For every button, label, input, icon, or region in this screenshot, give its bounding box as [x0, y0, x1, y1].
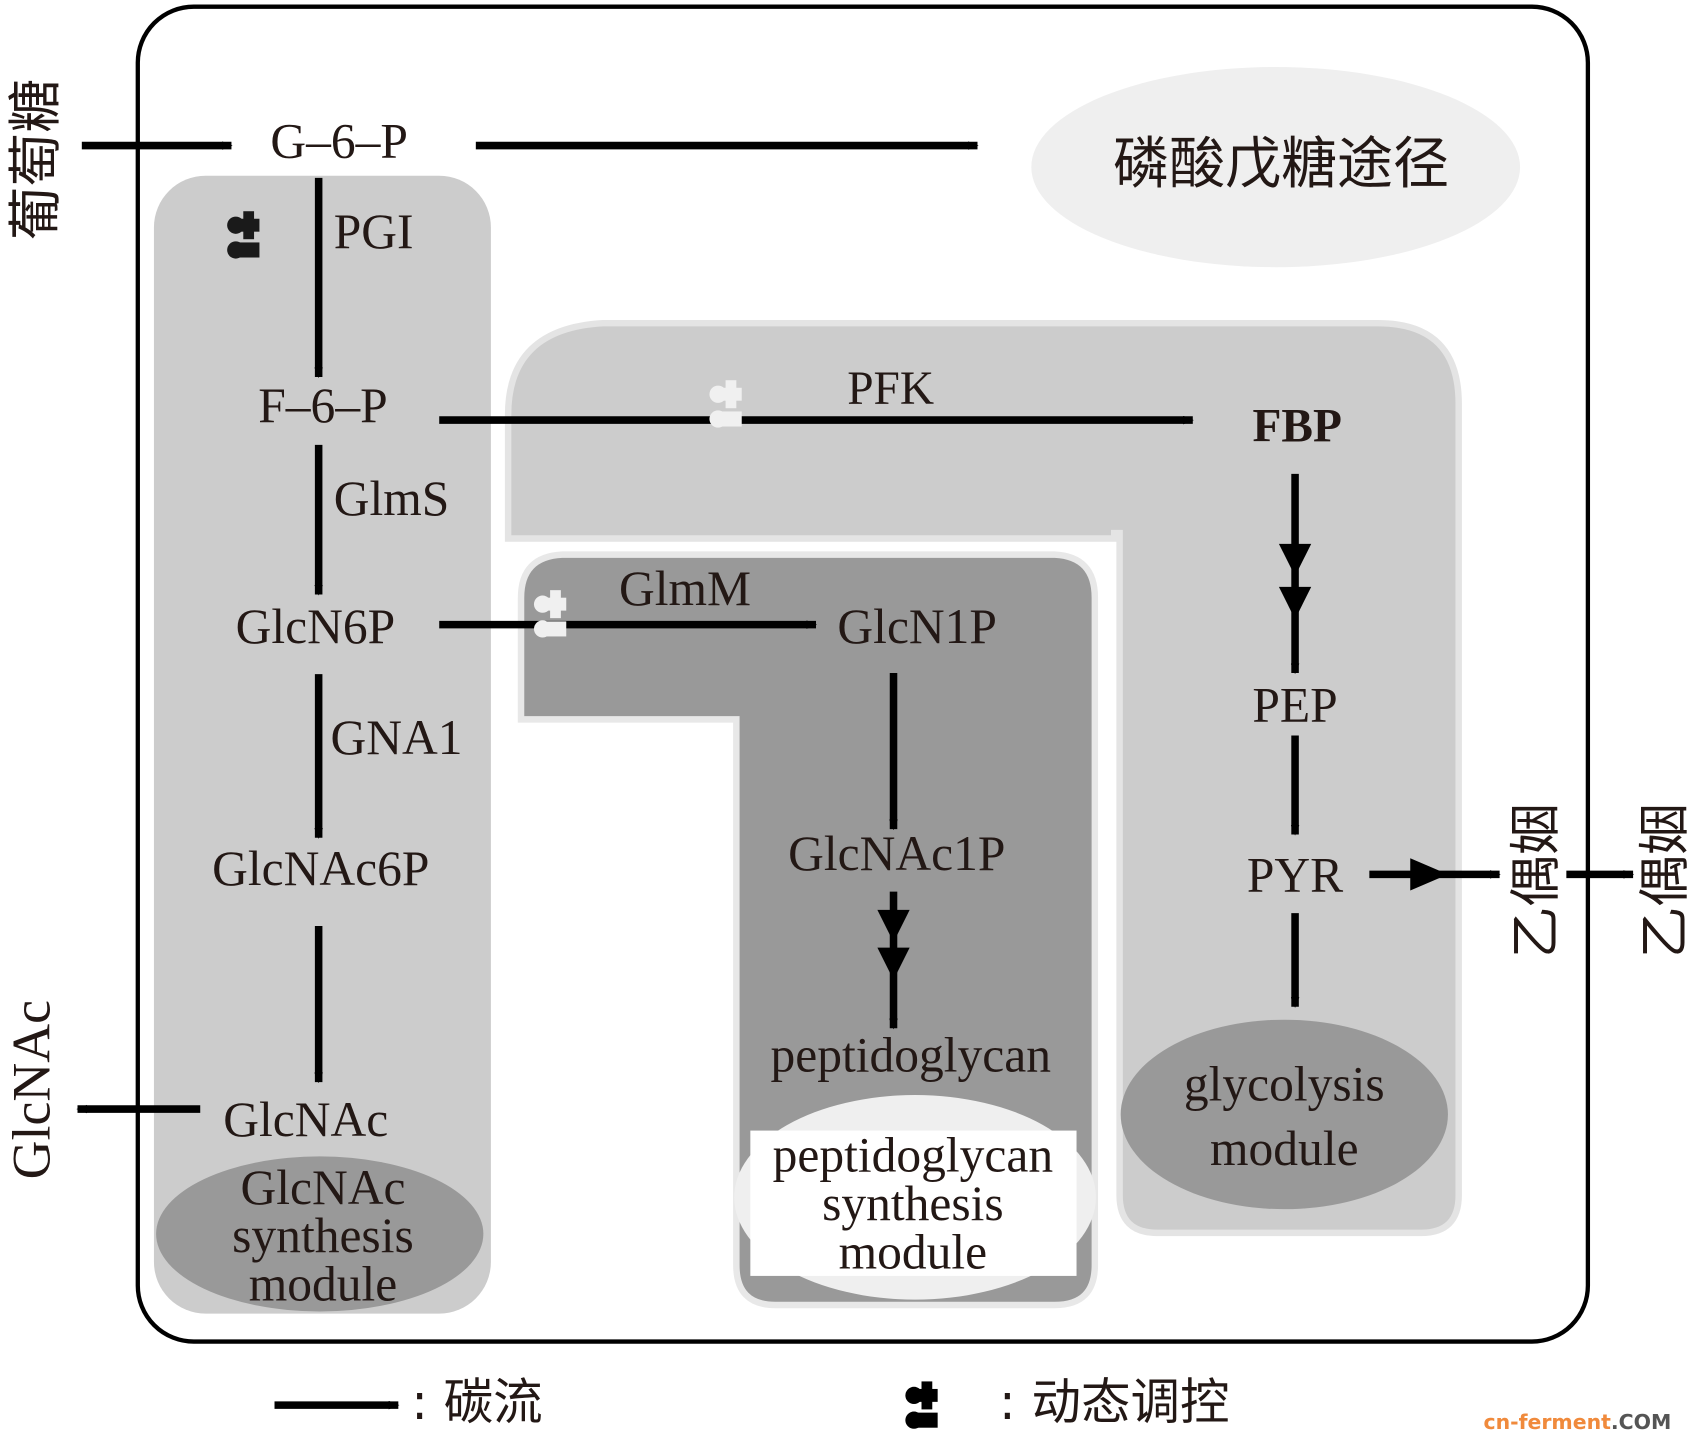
watermark-main: cn-ferment: [1483, 1410, 1611, 1434]
legend: : 碳流 : 动态调控: [274, 1373, 1230, 1431]
metabolite-glcn1p: GlcN1P: [837, 599, 997, 654]
glcnac-module-ellipse: [156, 1156, 484, 1312]
acetoin-external-label: 乙偶姻: [1636, 803, 1688, 958]
module-peptidoglycan-line2: synthesis: [822, 1176, 1004, 1231]
enzyme-gna1: GNA1: [330, 710, 462, 765]
glycolysis-module-region: [504, 319, 1462, 1237]
module-peptidoglycan-line3: module: [839, 1224, 988, 1279]
enzyme-pgi: PGI: [334, 204, 414, 259]
metabolite-pyr: PYR: [1247, 848, 1343, 903]
module-peptidoglycan-line1: peptidoglycan: [773, 1127, 1054, 1182]
metabolite-g6p: G–6–P: [270, 113, 408, 168]
metabolite-glcnac1p: GlcNAc1P: [788, 826, 1005, 881]
multi-step-arrowheads: [877, 543, 1448, 980]
glycolysis-module-ellipse: [1120, 1019, 1448, 1210]
peptidoglycan-module-label-bg: [750, 1130, 1077, 1276]
metabolite-glcnac6p: GlcNAc6P: [212, 841, 429, 896]
acetoin-internal-label: 乙偶姻: [1506, 803, 1566, 958]
metabolite-f6p: F–6–P: [258, 378, 387, 433]
pentose-phosphate-label: 磷酸戊糖途径: [1113, 132, 1449, 197]
watermark-suffix: .COM: [1611, 1410, 1671, 1434]
module-labels: GlcNAc synthesis module peptidoglycan sy…: [232, 1056, 1385, 1311]
legend-regulation-icon: [905, 1381, 938, 1429]
metabolite-glcnac: GlcNAc: [223, 1092, 388, 1147]
enzyme-pfk: PFK: [847, 363, 934, 415]
metabolite-labels: G–6–P F–6–P GlcN6P GlcNAc6P GlcNAc FBP P…: [212, 113, 1343, 1147]
legend-dynamic-regulation-label: : 动态调控: [999, 1373, 1230, 1431]
metabolite-glcn6p: GlcN6P: [236, 599, 396, 654]
module-glcnac-line3: module: [249, 1257, 398, 1312]
module-glcnac-line1: GlcNAc: [240, 1160, 405, 1215]
enzyme-glmm: GlmM: [619, 561, 751, 616]
pentose-phosphate-ellipse: [1031, 66, 1521, 268]
flux-arrows: [76, 141, 1635, 1114]
glcnac-external-label: GlcNAc: [2, 1000, 62, 1179]
glucose-label: 葡萄糖: [4, 79, 67, 240]
metabolite-pep: PEP: [1252, 678, 1337, 733]
metabolite-peptidoglycan: peptidoglycan: [770, 1027, 1051, 1082]
module-glycolysis-line1: glycolysis: [1184, 1056, 1385, 1111]
enzyme-glms: GlmS: [334, 471, 450, 526]
module-glycolysis-line2: module: [1210, 1121, 1359, 1176]
enzyme-labels: PGI GlmS GNA1 PFK GlmM: [330, 204, 934, 765]
watermark: cn-ferment.COM: [1483, 1410, 1671, 1434]
module-glcnac-line2: synthesis: [232, 1208, 414, 1263]
metabolite-fbp: FBP: [1252, 401, 1341, 453]
legend-carbon-flux-label: : 碳流: [411, 1373, 542, 1431]
